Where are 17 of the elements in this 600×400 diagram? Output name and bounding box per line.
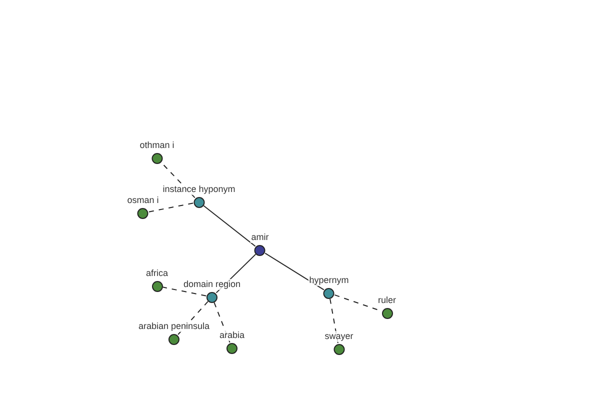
dashed-connector <box>148 202 194 212</box>
node-label: domain region <box>182 278 242 290</box>
node-label: africa <box>145 268 169 278</box>
node-label: hypernym <box>308 274 350 286</box>
node-label: osman i <box>126 194 160 206</box>
node-label: swayer <box>324 330 354 342</box>
node-label: arabia <box>218 330 246 340</box>
connector-line <box>203 205 256 247</box>
dashed-connector <box>330 298 338 344</box>
node-label: arabian peninsula <box>137 320 211 332</box>
node-label: ruler <box>377 294 397 306</box>
dashed-connector <box>162 286 207 296</box>
dashed-connector <box>178 300 208 336</box>
node-label: instance hyponym <box>162 184 236 194</box>
node-label: amir <box>250 232 270 242</box>
connector-line <box>264 252 324 290</box>
node-label: othman i <box>138 140 176 150</box>
